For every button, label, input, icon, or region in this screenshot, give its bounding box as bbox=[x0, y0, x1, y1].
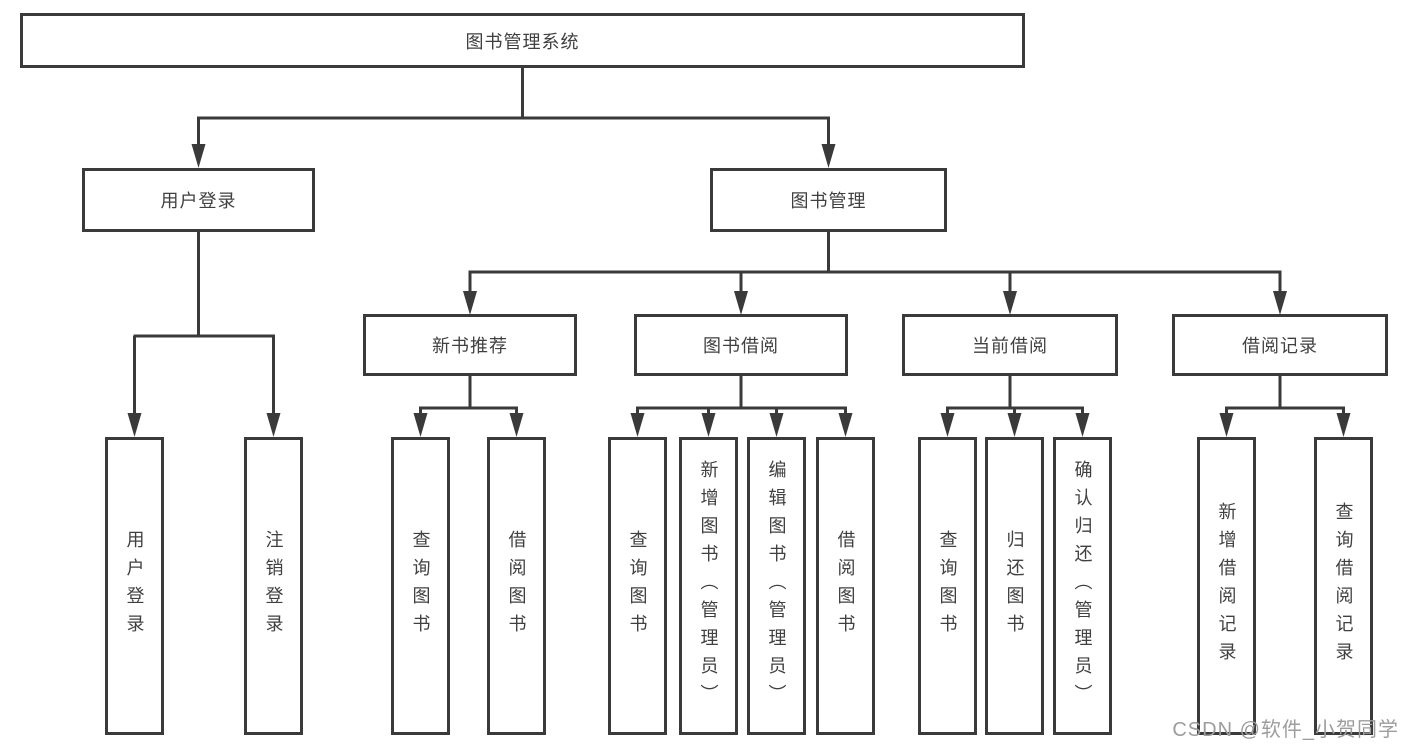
leaf-query-books-current: 查询图书 bbox=[918, 437, 977, 735]
leaf-label: 注销登录 bbox=[263, 530, 284, 642]
csdn-watermark: CSDN @软件_小贺同学 bbox=[1172, 719, 1399, 741]
node-user-login: 用户登录 bbox=[82, 168, 315, 232]
leaf-borrow-books-borrowing: 借阅图书 bbox=[816, 437, 875, 735]
leaf-label: 新增图书（管理员） bbox=[698, 460, 719, 712]
node-library-management-system: 图书管理系统 bbox=[20, 13, 1025, 68]
node-label: 用户登录 bbox=[160, 191, 237, 211]
node-label: 借阅记录 bbox=[1242, 336, 1318, 356]
leaf-edit-books-admin: 编辑图书（管理员） bbox=[747, 437, 806, 735]
node-book-management: 图书管理 bbox=[710, 168, 947, 232]
leaf-borrow-books-recommendation: 借阅图书 bbox=[487, 437, 546, 735]
node-book-borrowing: 图书借阅 bbox=[634, 314, 848, 376]
leaf-label: 查询图书 bbox=[627, 530, 648, 642]
node-current-borrowing: 当前借阅 bbox=[902, 314, 1118, 376]
leaf-logout: 注销登录 bbox=[244, 437, 303, 735]
leaf-add-borrow-record: 新增借阅记录 bbox=[1197, 437, 1256, 735]
leaf-add-books-admin: 新增图书（管理员） bbox=[679, 437, 738, 735]
leaf-user-login: 用户登录 bbox=[105, 437, 164, 735]
node-label: 图书管理 bbox=[790, 191, 867, 211]
leaf-confirm-return-admin: 确认归还（管理员） bbox=[1053, 437, 1112, 735]
leaf-label: 用户登录 bbox=[124, 530, 145, 642]
leaf-query-books-recommendation: 查询图书 bbox=[391, 437, 450, 735]
arrowhead-icons bbox=[127, 144, 1351, 437]
node-label: 新书推荐 bbox=[432, 336, 508, 356]
leaf-label: 归还图书 bbox=[1004, 530, 1025, 642]
leaf-label: 新增借阅记录 bbox=[1216, 502, 1237, 670]
leaf-query-borrow-record: 查询借阅记录 bbox=[1314, 437, 1373, 735]
node-borrowing-records: 借阅记录 bbox=[1172, 314, 1388, 376]
leaf-label: 确认归还（管理员） bbox=[1072, 460, 1093, 712]
node-label: 图书借阅 bbox=[703, 336, 779, 356]
leaf-return-books: 归还图书 bbox=[985, 437, 1044, 735]
node-new-book-recommendation: 新书推荐 bbox=[363, 314, 577, 376]
leaf-label: 借阅图书 bbox=[835, 530, 856, 642]
leaf-label: 编辑图书（管理员） bbox=[766, 460, 787, 712]
leaf-label: 查询图书 bbox=[937, 530, 958, 642]
node-label: 图书管理系统 bbox=[465, 31, 580, 52]
leaf-label: 借阅图书 bbox=[506, 530, 527, 642]
leaf-label: 查询借阅记录 bbox=[1333, 502, 1354, 670]
leaf-query-books-borrowing: 查询图书 bbox=[608, 437, 667, 735]
node-label: 当前借阅 bbox=[972, 336, 1048, 356]
leaf-label: 查询图书 bbox=[410, 530, 431, 642]
